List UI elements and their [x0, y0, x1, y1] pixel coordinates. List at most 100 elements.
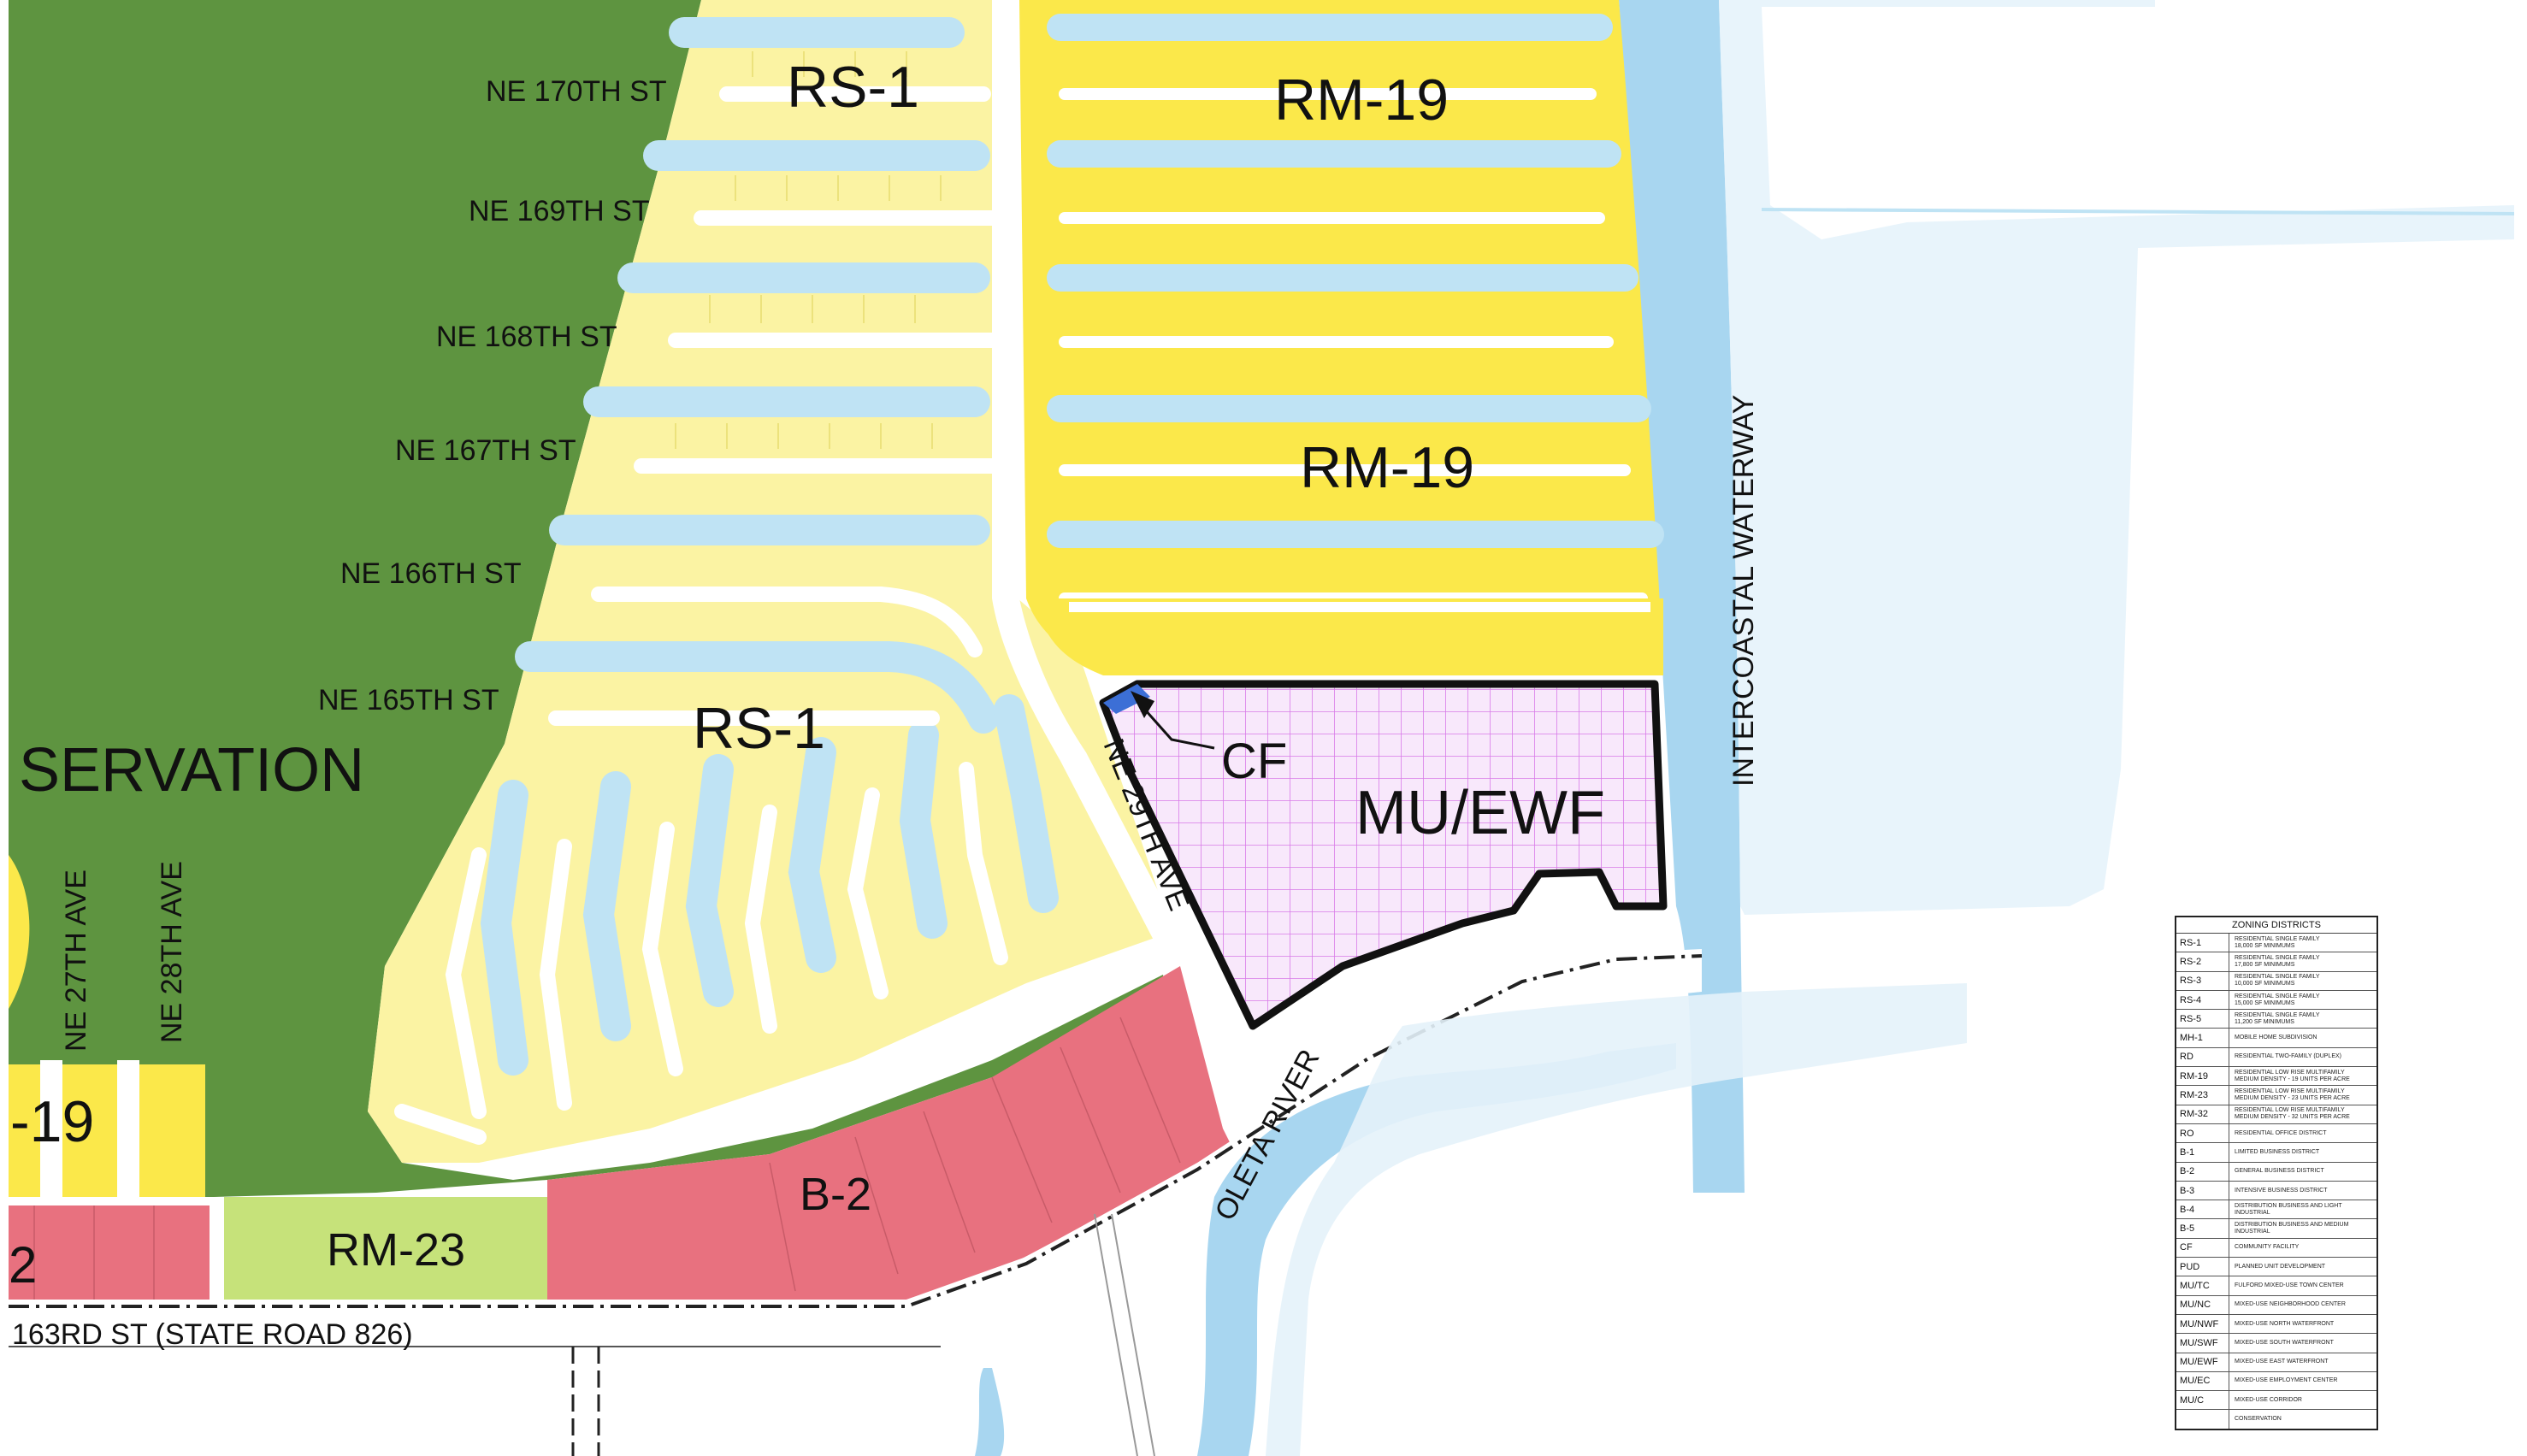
- legend-row: MU/C MIXED-USE CORRIDOR: [2176, 1391, 2376, 1411]
- legend-code: RM-23: [2176, 1086, 2229, 1105]
- bay-water: [1719, 0, 2514, 915]
- zone-label-rm19-south: RM-19: [1300, 435, 1474, 500]
- rs1-canals: [480, 17, 1059, 1076]
- legend-code: B-2: [2176, 1162, 2229, 1181]
- b2-left-lot-lines: [33, 1205, 155, 1300]
- legend-code: B-1: [2176, 1143, 2229, 1162]
- side-road-lines: [1094, 1213, 1155, 1456]
- river-inlet: [975, 1368, 1005, 1456]
- ave-roads: [40, 1060, 139, 1197]
- zone-label-rs1-north: RS-1: [787, 55, 919, 120]
- cf-leader-arrow: [1136, 700, 1215, 750]
- south-road-lines: [571, 1347, 600, 1456]
- street-label-intercoastal: INTERCOASTAL WATERWAY: [1727, 395, 1760, 787]
- legend-code: RS-5: [2176, 1010, 2229, 1029]
- zone-label-b2-left: 2: [9, 1236, 37, 1294]
- waterline: [1761, 208, 2515, 215]
- legend-description: FULFORD MIXED-USE TOWN CENTER: [2235, 1282, 2344, 1288]
- street-label-ne166: NE 166TH ST: [340, 557, 522, 590]
- legend-description: MIXED-USE CORRIDOR: [2235, 1396, 2302, 1403]
- cf-arrow-head: [1131, 691, 1154, 718]
- legend-description: MIXED-USE NORTH WATERFRONT: [2235, 1320, 2335, 1327]
- legend-code: [2176, 1410, 2229, 1429]
- street-label-ne167: NE 167TH ST: [395, 434, 576, 467]
- legend-description: LIMITED BUSINESS DISTRICT: [2235, 1148, 2320, 1155]
- zone-label-b2: B-2: [800, 1169, 871, 1220]
- legend-code: RD: [2176, 1047, 2229, 1067]
- legend-description: PLANNED UNIT DEVELOPMENT: [2235, 1263, 2326, 1270]
- legend-row: RS-3 RESIDENTIAL SINGLE FAMILY 10,000 SF …: [2176, 971, 2376, 991]
- legend-description: DISTRIBUTION BUSINESS AND LIGHT INDUSTRI…: [2235, 1202, 2342, 1216]
- legend-row: MU/TC FULFORD MIXED-USE TOWN CENTER: [2176, 1276, 2376, 1296]
- legend-row: MU/NWF MIXED-USE NORTH WATERFRONT: [2176, 1314, 2376, 1335]
- legend-description: RESIDENTIAL LOW RISE MULTIFAMILY MEDIUM …: [2235, 1107, 2350, 1121]
- legend-code: B-3: [2176, 1181, 2229, 1200]
- legend-row: RS-4 RESIDENTIAL SINGLE FAMILY 15,000 SF …: [2176, 990, 2376, 1011]
- zone-label-rm19-left: -19: [10, 1089, 94, 1154]
- b2-left-zone: [9, 1205, 210, 1300]
- legend-description: RESIDENTIAL SINGLE FAMILY 18,000 SF MINI…: [2235, 935, 2320, 949]
- legend-description: MIXED-USE EAST WATERFRONT: [2235, 1359, 2329, 1365]
- street-label-ne28: NE 28TH AVE: [156, 861, 188, 1043]
- legend-code: B-4: [2176, 1200, 2229, 1219]
- zone-label-rs1-south: RS-1: [693, 696, 825, 761]
- legend-rows: RS-1 RESIDENTIAL SINGLE FAMILY 18,000 SF …: [2176, 934, 2376, 1429]
- zone-label-cf: CF: [1221, 734, 1287, 789]
- rs1-streets: [394, 86, 1008, 1145]
- legend-description: RESIDENTIAL OFFICE DISTRICT: [2235, 1129, 2327, 1136]
- rs1-lot-lines: [675, 51, 942, 449]
- legend-code: MU/SWF: [2176, 1334, 2229, 1353]
- intercoastal-waterway: [1619, 0, 1745, 1193]
- legend-description: DISTRIBUTION BUSINESS AND MEDIUM INDUSTR…: [2235, 1222, 2349, 1235]
- legend-row: B-4 DISTRIBUTION BUSINESS AND LIGHT INDUS…: [2176, 1200, 2376, 1220]
- street-label-ne27: NE 27TH AVE: [60, 869, 92, 1052]
- legend-code: MU/TC: [2176, 1276, 2229, 1295]
- legend-row: CONSERVATION: [2176, 1410, 2376, 1429]
- legend-row: RM-32 RESIDENTIAL LOW RISE MULTIFAMILY ME…: [2176, 1105, 2376, 1124]
- zone-label-rm19-north: RM-19: [1274, 68, 1449, 133]
- legend-code: MU/EC: [2176, 1371, 2229, 1391]
- legend-code: MU/C: [2176, 1391, 2229, 1410]
- legend-code: RS-2: [2176, 952, 2229, 971]
- legend-description: RESIDENTIAL SINGLE FAMILY 11,200 SF MINI…: [2235, 1011, 2320, 1025]
- legend-code: MU/EWF: [2176, 1353, 2229, 1371]
- legend-title: ZONING DISTRICTS: [2176, 917, 2376, 934]
- legend-code: RS-1: [2176, 934, 2229, 952]
- legend-description: RESIDENTIAL SINGLE FAMILY 10,000 SF MINI…: [2235, 974, 2320, 987]
- legend-code: MU/NWF: [2176, 1314, 2229, 1334]
- legend-row: RD RESIDENTIAL TWO-FAMILY (DUPLEX): [2176, 1047, 2376, 1068]
- rm19-canals: [1047, 14, 1664, 548]
- legend-code: B-5: [2176, 1219, 2229, 1238]
- zone-label-mu-ewf: MU/EWF: [1355, 779, 1605, 847]
- legend-code: RS-3: [2176, 971, 2229, 990]
- cf-parcel: [1103, 684, 1150, 714]
- legend-code: MU/NC: [2176, 1295, 2229, 1314]
- legend-row: MU/EWF MIXED-USE EAST WATERFRONT: [2176, 1353, 2376, 1372]
- legend-code: RO: [2176, 1123, 2229, 1143]
- legend-description: RESIDENTIAL LOW RISE MULTIFAMILY MEDIUM …: [2235, 1088, 2350, 1102]
- legend-description: RESIDENTIAL SINGLE FAMILY 15,000 SF MINI…: [2235, 993, 2320, 1006]
- street-label-ne169: NE 169TH ST: [469, 195, 650, 227]
- street-label-ne165: NE 165TH ST: [318, 684, 499, 716]
- legend-description: INTENSIVE BUSINESS DISTRICT: [2235, 1187, 2328, 1194]
- legend-code: RS-4: [2176, 990, 2229, 1010]
- legend-description: RESIDENTIAL TWO-FAMILY (DUPLEX): [2235, 1053, 2341, 1060]
- rm23-zone: [224, 1197, 547, 1300]
- street-label-sr826: 163RD ST (STATE ROAD 826): [12, 1318, 413, 1351]
- legend-description: MOBILE HOME SUBDIVISION: [2235, 1035, 2317, 1041]
- b2-zone: [547, 966, 1231, 1300]
- legend-row: RO RESIDENTIAL OFFICE DISTRICT: [2176, 1123, 2376, 1144]
- legend-code: RM-32: [2176, 1105, 2229, 1123]
- legend-description: COMMUNITY FACILITY: [2235, 1244, 2300, 1251]
